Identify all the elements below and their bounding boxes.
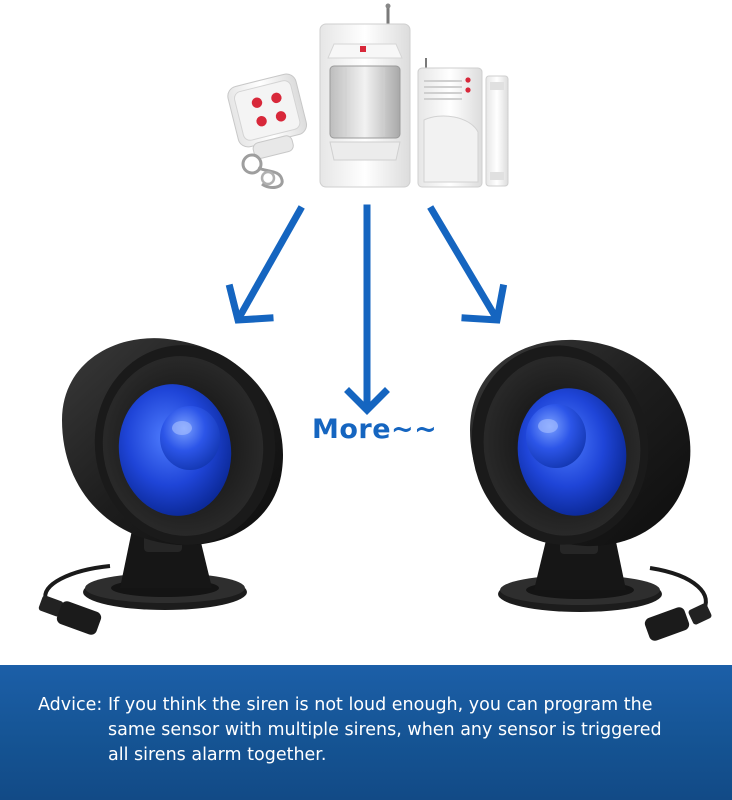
- door-sensor-icon: [417, 58, 509, 188]
- advice-label: Advice:: [38, 695, 103, 715]
- motion-sensor-icon: [319, 3, 411, 188]
- advice-text: Advice: If you think the siren is not lo…: [38, 693, 698, 768]
- advice-line: same sensor with multiple sirens, when a…: [108, 720, 662, 740]
- advice-line: all sirens alarm together.: [108, 745, 327, 765]
- siren-right-icon: [470, 339, 712, 641]
- product-illustration: [38, 3, 712, 641]
- more-label: More~~: [312, 414, 438, 445]
- advice-line: If you think the siren is not loud enoug…: [108, 695, 653, 715]
- arrow-right-icon: [427, 205, 508, 324]
- siren-left-icon: [38, 338, 284, 635]
- advice-panel: Advice: If you think the siren is not lo…: [0, 665, 732, 800]
- arrow-left-icon: [225, 205, 305, 324]
- arrow-down-icon: [344, 204, 390, 415]
- remote-control-icon: [227, 73, 308, 189]
